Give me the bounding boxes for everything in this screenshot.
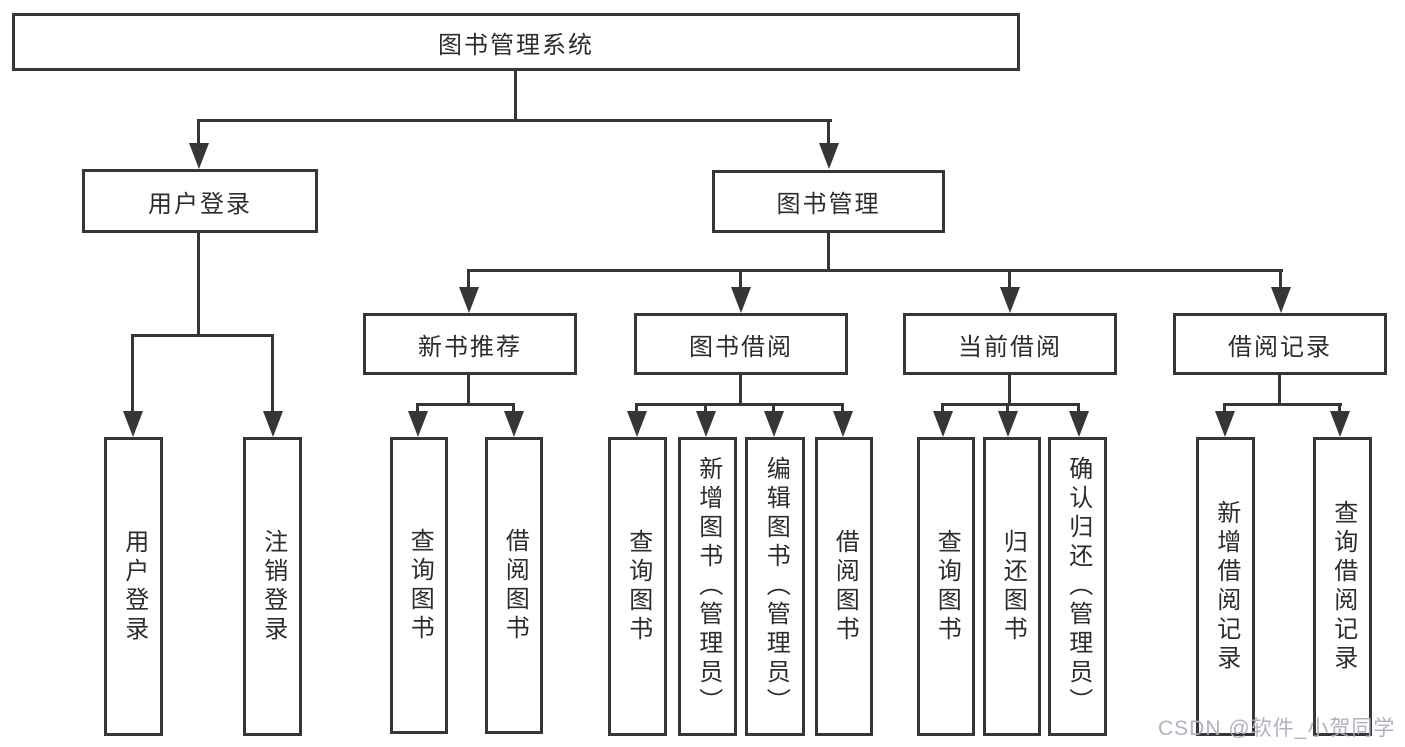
arrowhead-icon bbox=[933, 411, 953, 437]
node-book-management: 图书管理 bbox=[712, 170, 945, 233]
arrowhead-icon bbox=[189, 143, 209, 169]
connector-line bbox=[1223, 403, 1226, 415]
arrowhead-icon bbox=[819, 143, 839, 169]
leaf-current-query-books: 查询图书 bbox=[917, 437, 975, 736]
connector-line bbox=[739, 375, 742, 406]
leaf-records-query-record: 查询借阅记录 bbox=[1313, 437, 1372, 736]
connector-line bbox=[772, 403, 775, 415]
csdn-watermark: CSDN @软件_小贺同学 bbox=[1158, 717, 1396, 740]
arrowhead-icon bbox=[1069, 411, 1089, 437]
node-user-login: 用户登录 bbox=[82, 169, 318, 233]
connector-line bbox=[271, 334, 274, 413]
leaf-current-return-books-label: 归还图书 bbox=[999, 528, 1027, 645]
connector-line bbox=[467, 269, 470, 289]
node-current-borrow-label: 当前借阅 bbox=[958, 333, 1062, 361]
leaf-user-login: 用户登录 bbox=[104, 437, 163, 736]
connector-line bbox=[635, 403, 844, 406]
node-root-label: 图书管理系统 bbox=[438, 31, 594, 59]
connector-line bbox=[467, 269, 1283, 272]
leaf-current-return-books: 归还图书 bbox=[983, 437, 1041, 736]
arrowhead-icon bbox=[696, 411, 716, 437]
connector-line bbox=[197, 119, 200, 147]
connector-line bbox=[841, 403, 844, 415]
node-new-book-recommend: 新书推荐 bbox=[363, 313, 577, 375]
connector-line bbox=[1008, 269, 1011, 289]
leaf-recommend-query-books-label: 查询图书 bbox=[406, 527, 434, 644]
connector-line bbox=[197, 119, 832, 122]
leaf-borrow-borrow-books-label: 借阅图书 bbox=[831, 528, 859, 645]
node-new-book-recommend-label: 新书推荐 bbox=[418, 333, 522, 361]
connector-line bbox=[1008, 375, 1011, 406]
connector-line bbox=[416, 403, 515, 406]
leaf-borrow-edit-books-admin: 编辑图书（管理员） bbox=[745, 437, 805, 736]
arrowhead-icon bbox=[1215, 411, 1235, 437]
connector-line bbox=[467, 375, 470, 406]
arrowhead-icon bbox=[1271, 287, 1291, 313]
connector-line bbox=[131, 334, 274, 337]
arrowhead-icon bbox=[1330, 411, 1350, 437]
arrowhead-icon bbox=[731, 287, 751, 313]
leaf-current-confirm-return-admin-label: 确认归还（管理员） bbox=[1064, 456, 1092, 717]
arrowhead-icon bbox=[833, 411, 853, 437]
connector-line bbox=[514, 71, 517, 122]
leaf-borrow-edit-books-admin-label: 编辑图书（管理员） bbox=[762, 456, 790, 717]
arrowhead-icon bbox=[408, 411, 428, 437]
connector-line bbox=[941, 403, 944, 415]
node-book-management-label: 图书管理 bbox=[776, 191, 881, 218]
leaf-borrow-add-books-admin: 新增图书（管理员） bbox=[678, 437, 737, 736]
leaf-borrow-query-books-label: 查询图书 bbox=[624, 528, 652, 645]
node-book-borrow-label: 图书借阅 bbox=[689, 333, 793, 361]
leaf-borrow-borrow-books: 借阅图书 bbox=[815, 437, 873, 736]
arrowhead-icon bbox=[998, 411, 1018, 437]
arrowhead-icon bbox=[263, 411, 283, 437]
arrowhead-icon bbox=[627, 411, 647, 437]
arrowhead-icon bbox=[123, 411, 143, 437]
node-current-borrow: 当前借阅 bbox=[903, 313, 1117, 375]
leaf-current-confirm-return-admin: 确认归还（管理员） bbox=[1048, 437, 1107, 736]
leaf-records-add-record-label: 新增借阅记录 bbox=[1212, 499, 1240, 674]
leaf-recommend-query-books: 查询图书 bbox=[390, 437, 448, 734]
leaf-records-add-record: 新增借阅记录 bbox=[1196, 437, 1255, 736]
node-root: 图书管理系统 bbox=[12, 13, 1020, 71]
connector-line bbox=[1006, 403, 1009, 415]
node-book-borrow: 图书借阅 bbox=[634, 313, 848, 375]
connector-line bbox=[131, 334, 134, 413]
leaf-current-query-books-label: 查询图书 bbox=[933, 528, 961, 645]
connector-line bbox=[1279, 269, 1282, 289]
connector-line bbox=[635, 403, 638, 415]
leaf-logout: 注销登录 bbox=[243, 437, 302, 736]
connector-line bbox=[1278, 375, 1281, 406]
connector-line bbox=[941, 403, 1080, 406]
connector-line bbox=[704, 403, 707, 415]
connector-line bbox=[827, 119, 830, 147]
connector-line bbox=[416, 403, 419, 415]
arrowhead-icon bbox=[504, 411, 524, 437]
leaf-borrow-add-books-admin-label: 新增图书（管理员） bbox=[694, 456, 722, 717]
node-borrow-records-label: 借阅记录 bbox=[1228, 333, 1332, 361]
arrowhead-icon bbox=[1000, 287, 1020, 313]
arrowhead-icon bbox=[764, 411, 784, 437]
leaf-records-query-record-label: 查询借阅记录 bbox=[1329, 499, 1357, 674]
leaf-logout-label: 注销登录 bbox=[259, 528, 287, 645]
leaf-user-login-label: 用户登录 bbox=[120, 528, 148, 645]
node-borrow-records: 借阅记录 bbox=[1173, 313, 1387, 375]
connector-line bbox=[512, 403, 515, 415]
connector-line bbox=[1077, 403, 1080, 415]
connector-line bbox=[1223, 403, 1342, 406]
connector-line bbox=[197, 233, 200, 336]
leaf-recommend-borrow-books: 借阅图书 bbox=[485, 437, 543, 734]
connector-line bbox=[739, 269, 742, 289]
leaf-recommend-borrow-books-label: 借阅图书 bbox=[501, 527, 529, 644]
node-user-login-label: 用户登录 bbox=[148, 190, 252, 218]
connector-line bbox=[1338, 403, 1341, 415]
connector-line bbox=[827, 233, 830, 271]
arrowhead-icon bbox=[459, 287, 479, 313]
leaf-borrow-query-books: 查询图书 bbox=[608, 437, 667, 736]
